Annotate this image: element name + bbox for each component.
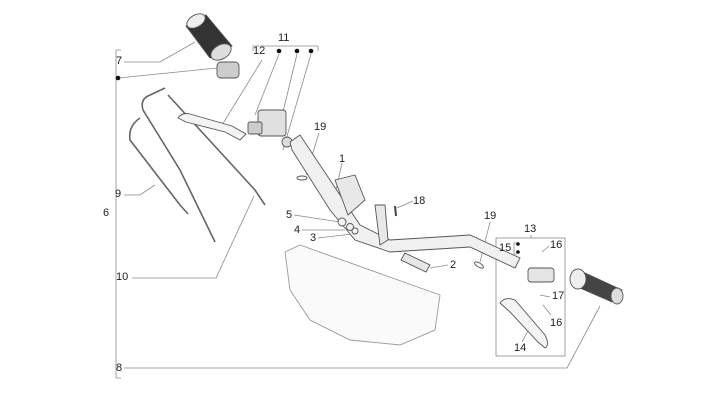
cables bbox=[128, 87, 266, 243]
callout-12: 12 bbox=[253, 45, 266, 57]
dot bbox=[308, 48, 314, 54]
callout-19b: 19 bbox=[484, 210, 497, 222]
rear-brake-lever bbox=[177, 113, 247, 141]
parts bbox=[128, 13, 624, 349]
dot bbox=[516, 250, 520, 254]
leader-11a bbox=[254, 53, 280, 116]
dot bbox=[115, 75, 121, 81]
callout-4: 4 bbox=[294, 224, 301, 236]
screw bbox=[394, 205, 397, 217]
handlebar-cover bbox=[284, 244, 441, 346]
callout-18: 18 bbox=[413, 195, 426, 207]
callout-9: 9 bbox=[115, 188, 122, 200]
box-13 bbox=[495, 237, 566, 357]
callout-5: 5 bbox=[286, 209, 293, 221]
callout-8: 8 bbox=[116, 362, 123, 374]
callout-10: 10 bbox=[116, 271, 129, 283]
leader-lines bbox=[115, 41, 601, 379]
leader-throttle bbox=[117, 67, 218, 79]
leader-5 bbox=[293, 214, 341, 223]
bar-end-clip bbox=[296, 175, 308, 181]
dots bbox=[115, 48, 520, 254]
callout-16b: 16 bbox=[550, 317, 563, 329]
throttle-cable-2 bbox=[128, 117, 189, 215]
leader-3 bbox=[317, 233, 353, 239]
bracket-15 bbox=[513, 242, 517, 255]
front-brake-lever bbox=[499, 267, 555, 349]
callout-14: 14 bbox=[514, 342, 527, 354]
bracket-6 bbox=[115, 49, 121, 379]
callout-16a: 16 bbox=[550, 239, 563, 251]
bracket-11 bbox=[252, 45, 319, 51]
leader-11c bbox=[282, 53, 312, 151]
callout-1: 1 bbox=[339, 153, 346, 165]
dot bbox=[294, 48, 300, 54]
leader-16a bbox=[541, 245, 550, 253]
leader-10 bbox=[132, 195, 255, 279]
leader-18 bbox=[396, 200, 414, 209]
leader-7 bbox=[124, 41, 196, 63]
callout-3: 3 bbox=[310, 232, 317, 244]
callout-6: 6 bbox=[103, 207, 110, 219]
dot bbox=[276, 48, 282, 54]
leader-11b bbox=[282, 53, 298, 113]
brake-master-cylinder bbox=[247, 109, 293, 148]
callout-2: 2 bbox=[450, 259, 457, 271]
leader-12 bbox=[221, 59, 263, 126]
callout-7: 7 bbox=[116, 55, 123, 67]
washers bbox=[337, 217, 359, 235]
callout-15: 15 bbox=[499, 242, 512, 254]
leader-17 bbox=[539, 294, 551, 298]
callout-17: 17 bbox=[552, 290, 565, 302]
left-grip bbox=[185, 13, 233, 61]
leader-8 bbox=[124, 305, 601, 369]
leader-9 bbox=[124, 184, 156, 196]
bar-end-clip bbox=[474, 261, 484, 269]
right-grip bbox=[569, 268, 624, 305]
leader-2 bbox=[429, 264, 449, 269]
leader-16b bbox=[542, 304, 552, 316]
dot bbox=[516, 242, 520, 246]
handlebar bbox=[289, 134, 521, 269]
bolt bbox=[400, 252, 431, 273]
callout-11: 11 bbox=[278, 32, 290, 44]
callout-13: 13 bbox=[524, 223, 537, 235]
callout-19a: 19 bbox=[314, 121, 327, 133]
throttle-cable bbox=[141, 87, 216, 243]
throttle-control bbox=[216, 61, 240, 79]
